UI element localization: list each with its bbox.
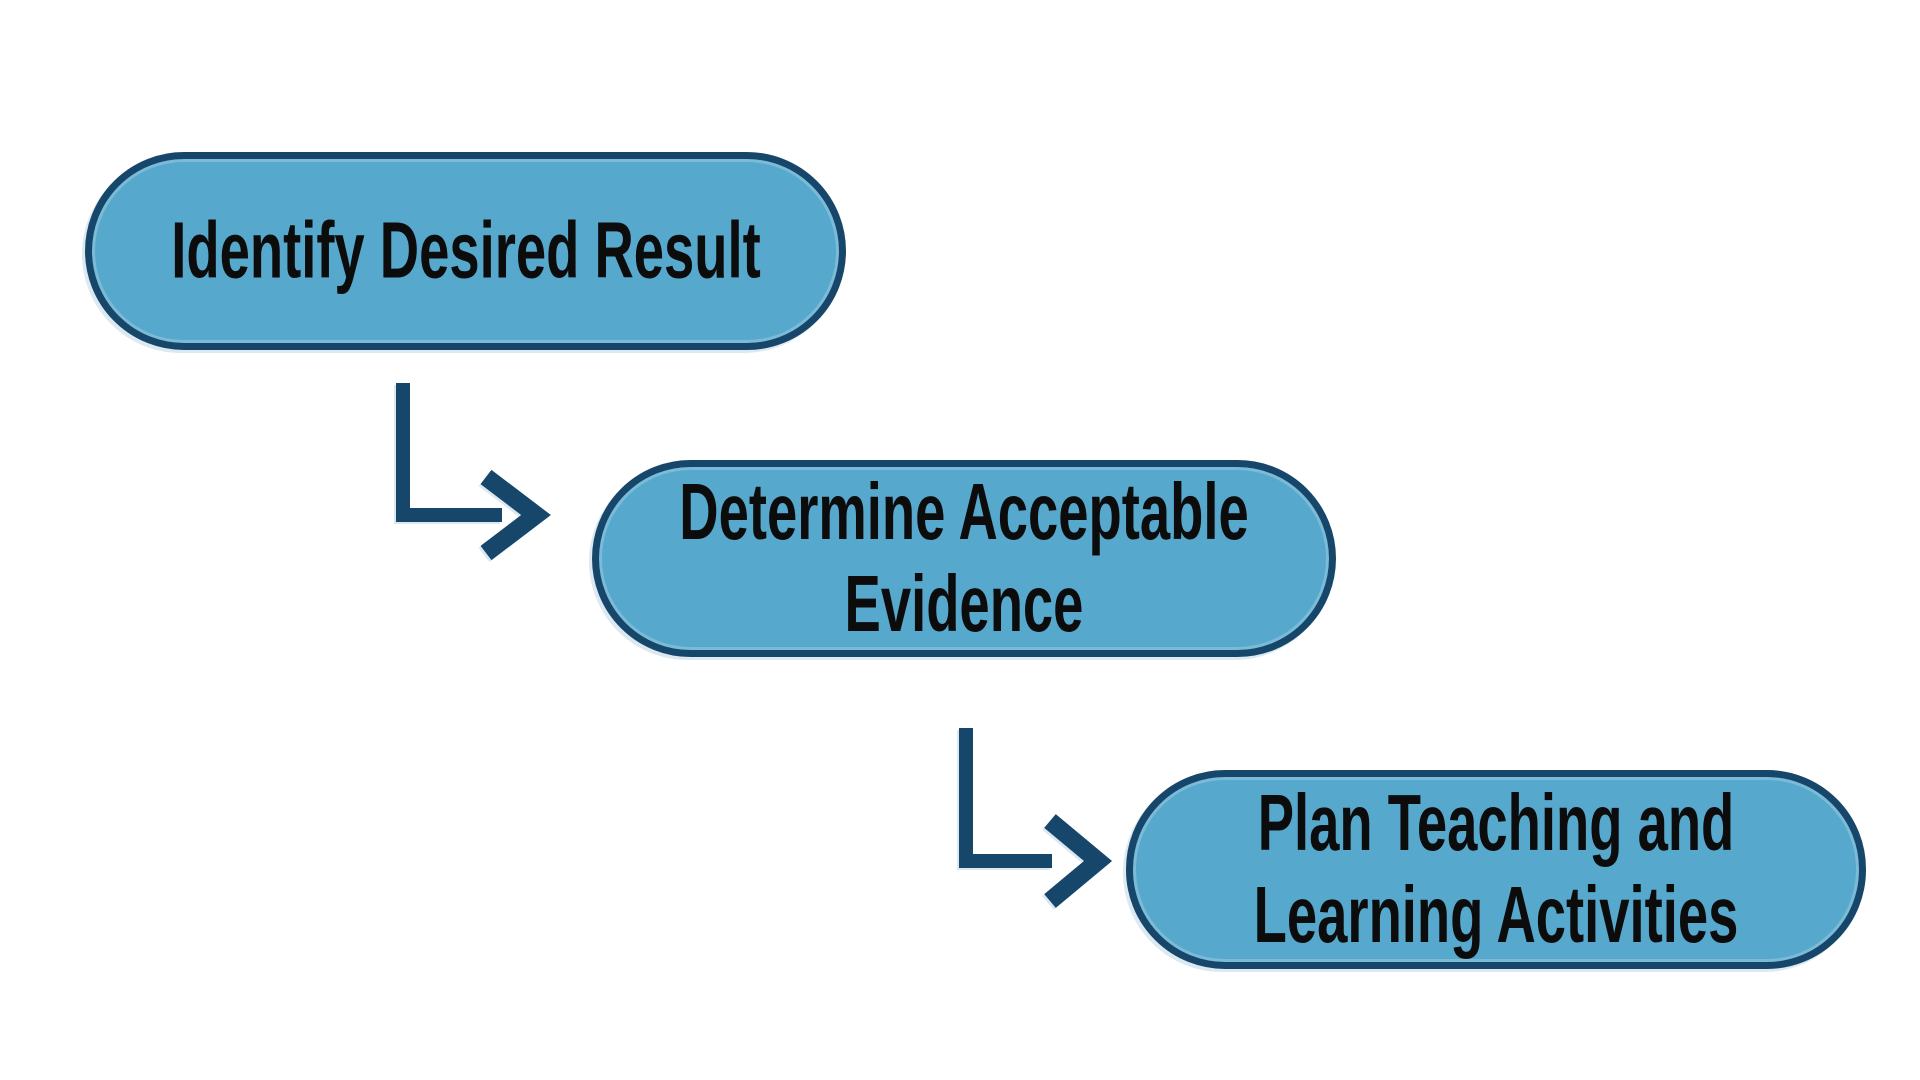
arrow-step2-to-step3: [959, 728, 1113, 908]
arrow-elbow-line: [396, 383, 502, 522]
step-label: Plan Teaching and Learning Activities: [1253, 777, 1739, 960]
step-box-plan-teaching-learning-activities: Plan Teaching and Learning Activities: [1126, 770, 1866, 969]
step-box-identify-desired-result: Identify Desired Result: [85, 152, 846, 350]
arrow-chevron-icon: [1044, 814, 1113, 908]
step-box-determine-acceptable-evidence: Determine Acceptable Evidence: [592, 460, 1336, 657]
arrow-chevron-icon: [480, 469, 551, 561]
step-label: Identify Desired Result: [170, 205, 761, 295]
arrow-elbow-line: [959, 728, 1052, 868]
arrow-step1-to-step2: [396, 383, 551, 561]
step-label: Determine Acceptable Evidence: [679, 466, 1249, 649]
